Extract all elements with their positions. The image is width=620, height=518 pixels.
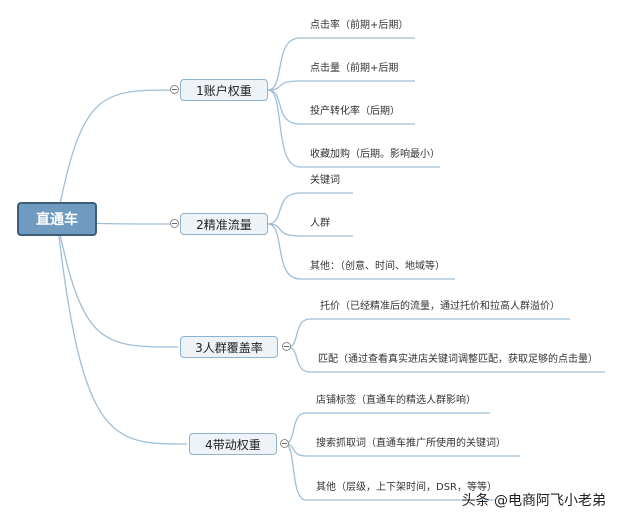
leaf-node[interactable]: 人群 xyxy=(310,218,330,229)
branch-node-crowd-coverage[interactable]: 3人群覆盖率 xyxy=(180,336,278,358)
branch-to-leaf-line xyxy=(287,318,570,348)
root-to-branch-line xyxy=(56,218,179,348)
leaf-node[interactable]: 收藏加购（后期。影响最小） xyxy=(310,149,440,160)
root-to-branch-line xyxy=(56,218,188,445)
branch-node-precise-traffic[interactable]: 2精准流量 xyxy=(180,213,268,235)
branch-to-leaf-line xyxy=(267,37,415,91)
branch-to-leaf-line xyxy=(267,223,455,280)
leaf-node[interactable]: 投产转化率（后期） xyxy=(310,106,400,117)
branch-to-leaf-line xyxy=(287,346,605,373)
leaf-node[interactable]: 匹配（通过查看真实进店关键词调整匹配，获取足够的点击量） xyxy=(318,354,598,365)
branch-to-leaf-line xyxy=(267,80,415,91)
leaf-node[interactable]: 关键词 xyxy=(310,175,340,186)
leaf-node[interactable]: 点击量（前期+后期 xyxy=(310,63,399,74)
collapse-toggle-icon[interactable] xyxy=(170,85,179,94)
root-node[interactable]: 直通车 xyxy=(17,202,97,236)
leaf-node[interactable]: 店铺标签（直通车的精选人群影响） xyxy=(316,395,476,406)
branch-to-leaf-line xyxy=(267,89,415,125)
leaf-node[interactable]: 其他（层级，上下架时间，DSR，等等） xyxy=(316,482,497,493)
branch-to-leaf-line xyxy=(267,223,353,237)
collapse-toggle-icon[interactable] xyxy=(282,342,291,351)
collapse-toggle-icon[interactable] xyxy=(280,439,289,448)
leaf-node[interactable]: 搜索抓取词（直通车推广所使用的关键词） xyxy=(316,438,506,449)
branch-to-leaf-line xyxy=(267,192,353,225)
branch-to-leaf-line xyxy=(267,89,440,168)
branch-node-drive-weight[interactable]: 4带动权重 xyxy=(189,433,277,455)
leaf-node[interactable]: 其他：（创意、时间、地域等） xyxy=(310,261,445,272)
collapse-toggle-icon[interactable] xyxy=(170,219,179,228)
root-to-branch-line xyxy=(56,89,177,220)
leaf-node[interactable]: 点击率（前期+后期） xyxy=(310,20,409,31)
branch-node-account-weight[interactable]: 1账户权重 xyxy=(180,79,268,101)
leaf-node[interactable]: 托价（已经精准后的流量，通过托价和拉高人群溢价） xyxy=(320,301,560,312)
branch-to-leaf-line xyxy=(284,443,495,501)
watermark: 头条 @电商阿飞小老弟 xyxy=(461,493,606,509)
